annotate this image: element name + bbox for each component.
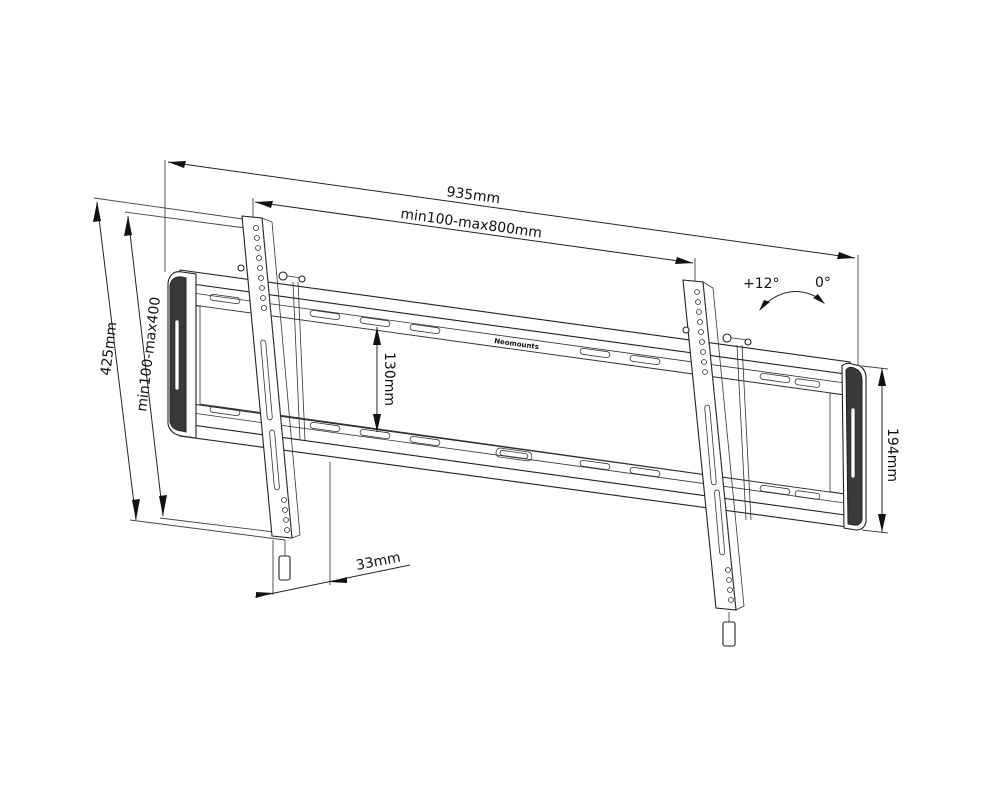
dimension-vesa-width: min100-max800mm xyxy=(252,198,696,282)
bottom-rail-slots xyxy=(209,405,821,500)
label-wall-distance: 33mm xyxy=(355,550,402,574)
dimension-overall-width: 935mm xyxy=(164,160,859,365)
dimension-overall-height: 425mm xyxy=(93,197,286,541)
right-bracket xyxy=(682,279,752,647)
label-rail-spacing: 130mm xyxy=(381,352,397,406)
dimension-plate-height: 194mm xyxy=(861,365,900,534)
label-overall-width: 935mm xyxy=(445,184,501,207)
top-rail-slots xyxy=(209,293,821,388)
tilt-indicator: +12° 0° xyxy=(743,275,831,311)
tilt-arc-icon xyxy=(761,291,823,308)
level-slot xyxy=(495,447,533,462)
label-plate-height: 194mm xyxy=(884,428,900,482)
wall-plate: Neomounts xyxy=(167,269,867,531)
dimension-rail-spacing: 130mm xyxy=(373,327,397,432)
left-bracket xyxy=(237,215,306,581)
label-tilt-max: +12° xyxy=(743,276,780,292)
label-vesa-height: min100-max400 xyxy=(134,296,164,412)
label-overall-height: 425mm xyxy=(98,321,120,377)
label-tilt-min: 0° xyxy=(815,275,831,291)
